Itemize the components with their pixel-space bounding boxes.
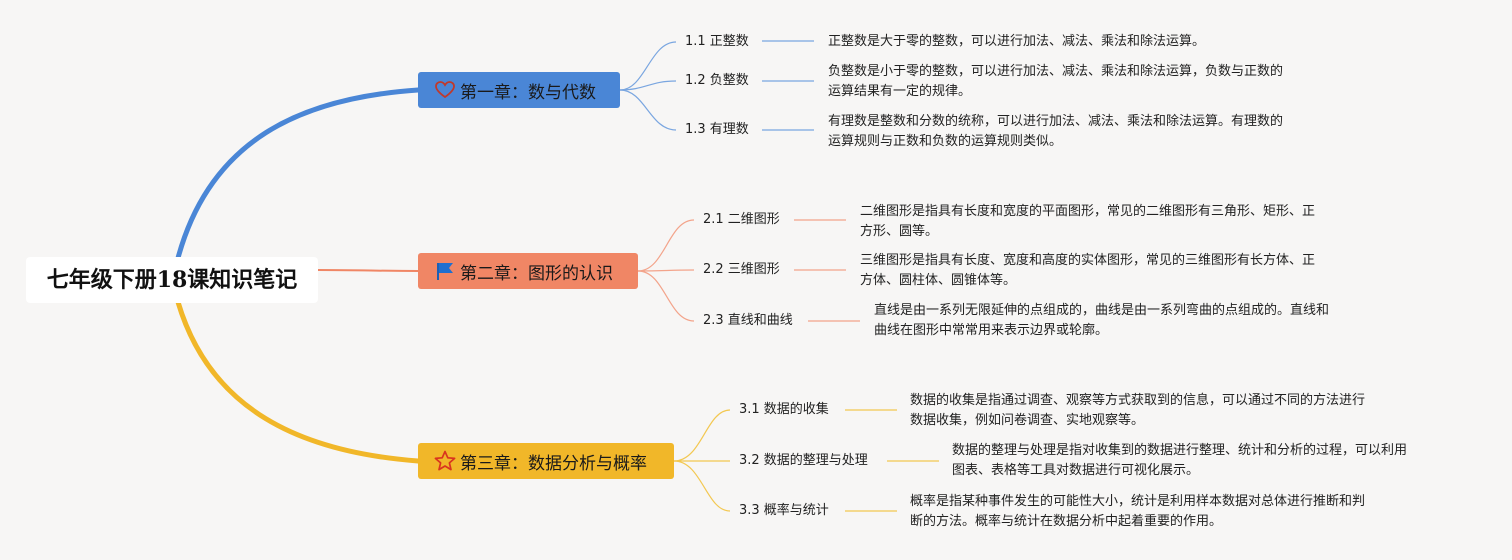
link-chapter-3-topic-3 <box>673 460 731 512</box>
topic-1-1[interactable]: 1.1 正整数 <box>685 34 749 49</box>
link-root-chapter-3 <box>175 299 421 464</box>
topic-1-1-desc: 正整数是大于零的整数，可以进行加法、减法、乘法和除法运算。 <box>828 34 1206 49</box>
topic-1-2[interactable]: 1.2 负整数 <box>685 73 749 88</box>
chapter-3-title: 第三章：数据分析与概率 <box>460 453 647 474</box>
link-chapter-2-topic-1 <box>637 219 695 272</box>
topic-1-3[interactable]: 1.3 有理数 <box>685 122 749 137</box>
chapter-2-node[interactable]: 第二章：图形的认识 <box>418 253 638 289</box>
topic-2-2-desc: 三维图形是指具有长度、宽度和高度的实体图形，常见的三维图形有长方体、正 方体、圆… <box>860 253 1316 288</box>
heart-icon <box>434 79 456 101</box>
topic-2-1[interactable]: 2.1 二维图形 <box>703 212 780 227</box>
topic-1-2-desc: 负整数是小于零的整数，可以进行加法、减法、乘法和除法运算，负数与正数的 运算结果… <box>828 64 1284 99</box>
topic-3-3-desc: 概率是指某种事件发生的可能性大小，统计是利用样本数据对总体进行推断和判 断的方法… <box>910 494 1366 529</box>
link-chapter-1-topic-3 <box>619 89 677 131</box>
topic-2-1-desc: 二维图形是指具有长度和宽度的平面图形，常见的二维图形有三角形、矩形、正 方形、圆… <box>860 204 1316 239</box>
topic-3-2[interactable]: 3.2 数据的整理与处理 <box>739 453 868 468</box>
topic-3-1[interactable]: 3.1 数据的收集 <box>739 402 829 417</box>
chapter-2-title: 第二章：图形的认识 <box>460 263 613 284</box>
topic-2-3-desc: 直线是由一系列无限延伸的点组成的，曲线是由一系列弯曲的点组成的。直线和 曲线在图… <box>874 303 1330 338</box>
link-root-chapter-1 <box>175 87 421 261</box>
star-icon <box>434 450 456 472</box>
root-node[interactable]: 七年级下册18课知识笔记 <box>26 257 318 303</box>
chapter-3-node[interactable]: 第三章：数据分析与概率 <box>418 443 674 479</box>
link-chapter-1-topic-2 <box>619 80 677 91</box>
topic-2-2[interactable]: 2.2 三维图形 <box>703 262 780 277</box>
topic-2-3[interactable]: 2.3 直线和曲线 <box>703 313 793 328</box>
flag-icon <box>434 260 456 282</box>
link-chapter-2-topic-3 <box>637 270 695 322</box>
topic-3-3[interactable]: 3.3 概率与统计 <box>739 503 829 518</box>
chapter-1-node[interactable]: 第一章：数与代数 <box>418 72 620 108</box>
chapter-1-title: 第一章：数与代数 <box>460 82 596 103</box>
link-chapter-1-topic-1 <box>619 41 677 91</box>
link-root-chapter-2 <box>317 269 419 272</box>
topic-3-2-desc: 数据的整理与处理是指对收集到的数据进行整理、统计和分析的过程，可以利用 图表、表… <box>952 443 1408 478</box>
link-chapter-3-topic-1 <box>673 409 731 462</box>
topic-3-1-desc: 数据的收集是指通过调查、观察等方式获取到的信息，可以通过不同的方法进行 数据收集… <box>910 393 1366 428</box>
topic-1-3-desc: 有理数是整数和分数的统称，可以进行加法、减法、乘法和除法运算。有理数的 运算规则… <box>828 114 1284 149</box>
link-chapter-2-topic-2 <box>637 269 695 272</box>
